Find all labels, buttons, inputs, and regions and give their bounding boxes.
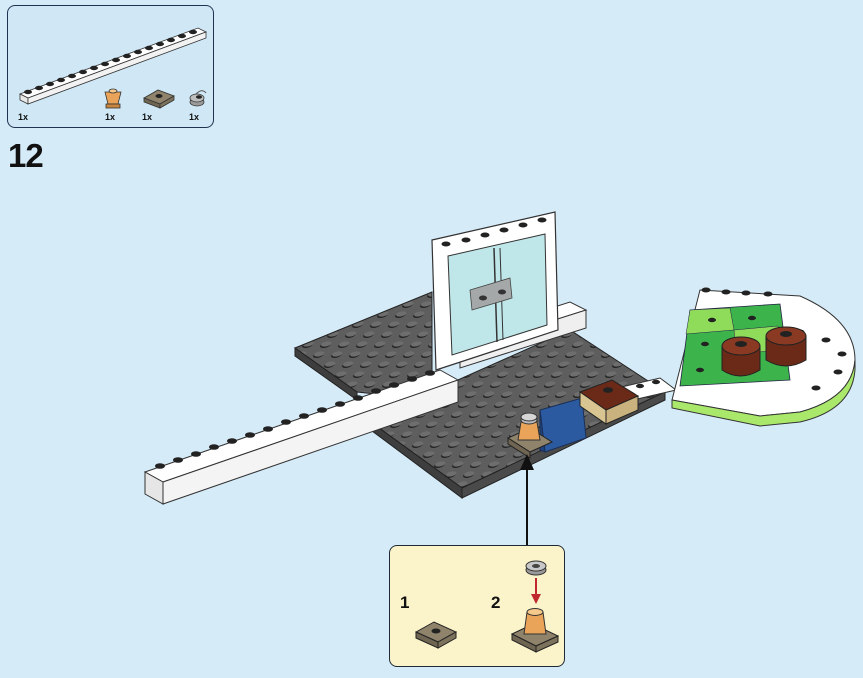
part-qty-jumper: 1x	[142, 112, 153, 122]
round-plate-part	[189, 90, 207, 107]
sub-step-2-number: 2	[491, 593, 501, 612]
brown-round-bricks	[721, 326, 807, 377]
part-qty-round-plate: 1x	[189, 112, 200, 122]
part-qty-brick: 1x	[18, 112, 29, 122]
placed-cone-assembly	[506, 412, 554, 459]
sub-step-1-number: 1	[400, 593, 410, 612]
long-white-brick	[143, 369, 460, 505]
step-number: 12	[8, 137, 44, 174]
jumper-plate-part	[143, 89, 175, 109]
sub-assembly-callout: 1 2	[389, 545, 565, 667]
brown-stacked-plates	[578, 379, 640, 425]
sub-step-1-jumper-plate	[414, 621, 458, 649]
white-curved-studs	[701, 287, 847, 391]
sub-step-2-round-plate	[525, 560, 547, 576]
sub-assembly-illustrations	[414, 560, 560, 653]
red-arrow	[531, 578, 541, 604]
white-brick-1x16-part	[18, 27, 208, 105]
round-garden-platform	[671, 287, 856, 427]
tan-cone-part	[104, 88, 122, 109]
placement-arrow	[520, 454, 534, 545]
window-frame	[431, 211, 559, 371]
grey-baseplate-left	[293, 291, 433, 401]
part-qty-cone: 1x	[105, 112, 116, 122]
blue-door	[539, 397, 587, 453]
parts-list-box: 1x 1x 1x 1x	[7, 5, 214, 128]
sub-step-2-cone-on-plate	[510, 608, 560, 653]
parts-illustrations	[18, 27, 208, 109]
